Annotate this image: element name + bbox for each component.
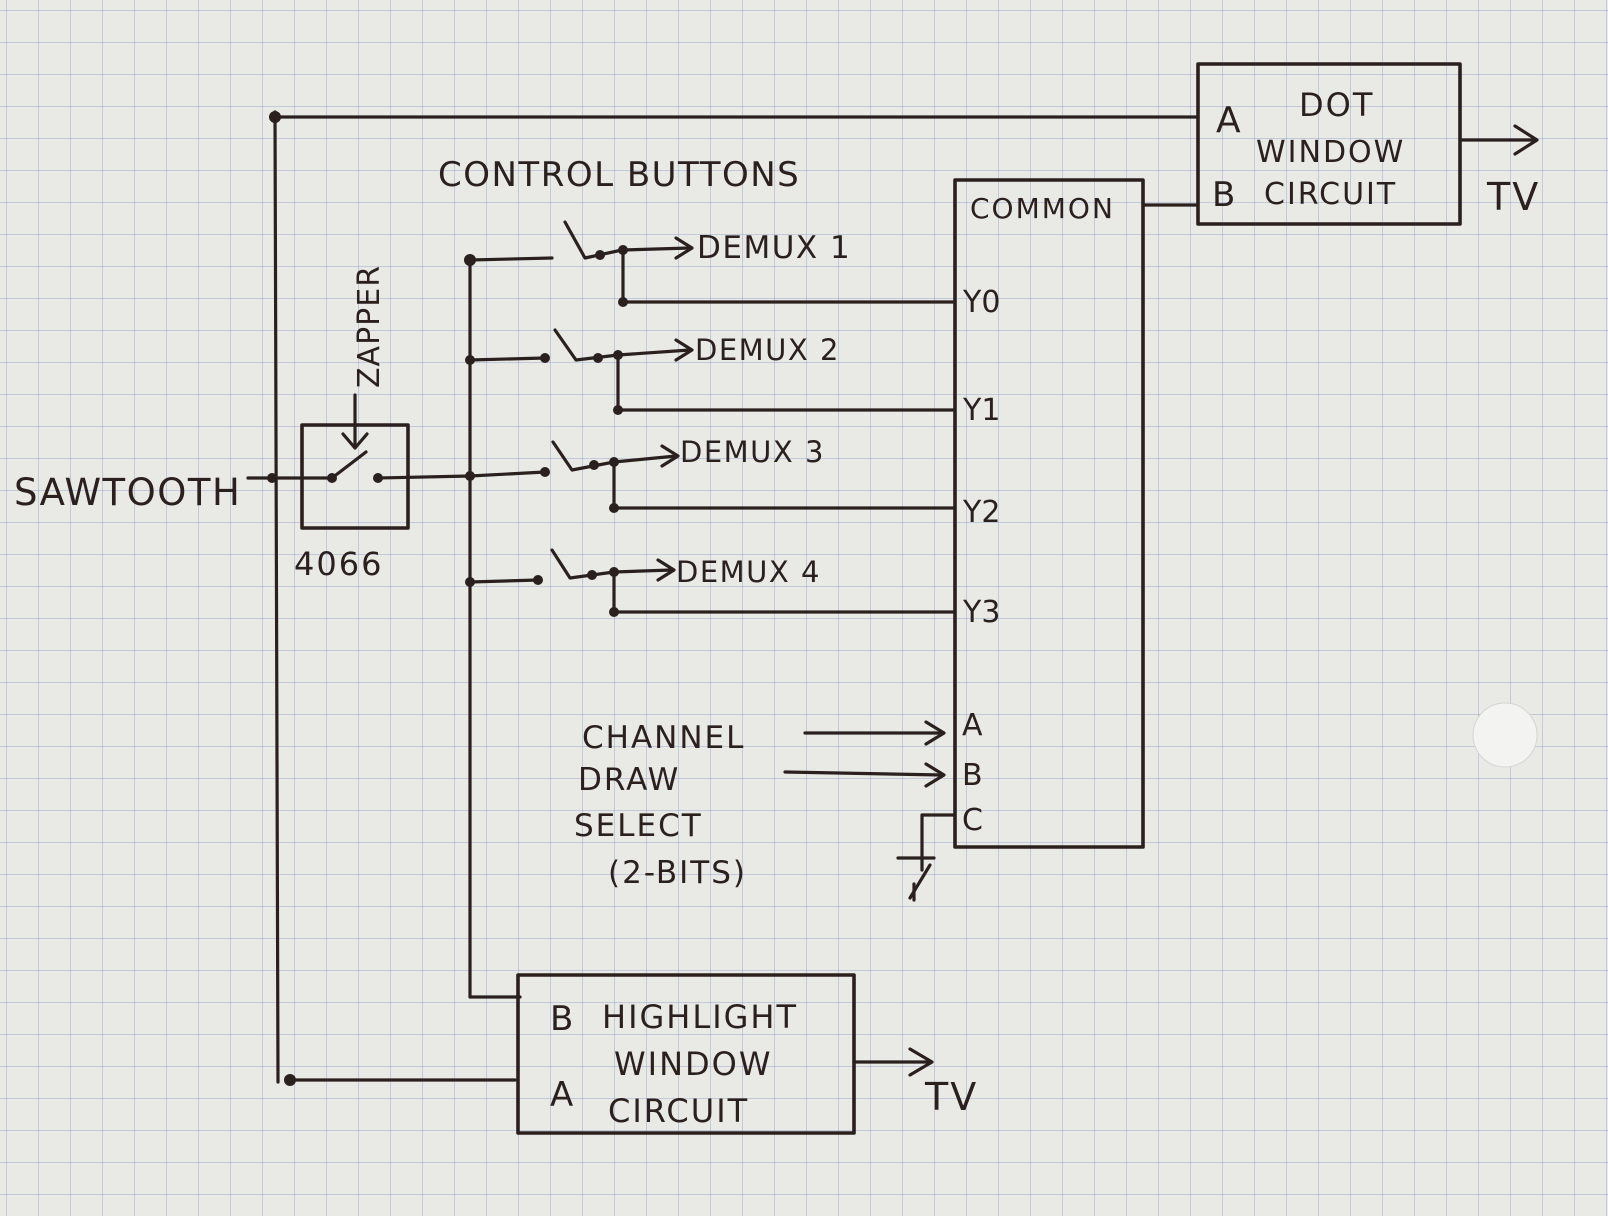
select-label: SELECT — [574, 808, 703, 844]
control-buttons-label: CONTROL BUTTONS — [438, 155, 800, 195]
mux-y1-label: Y1 — [962, 393, 1000, 428]
chip-label: 4066 — [294, 545, 383, 583]
ground-symbol — [896, 813, 957, 902]
highlight-window-tv-label: TV — [924, 1075, 978, 1119]
demux-4-label: DEMUX 4 — [676, 555, 821, 589]
dot-window-box — [1196, 62, 1462, 226]
highlight-window-output-arrow — [852, 1047, 934, 1077]
highlight-window-input-b: B — [550, 999, 573, 1039]
mux-y2-label: Y2 — [962, 495, 1000, 530]
dot-window-input-b: B — [1212, 175, 1235, 215]
control-button-3 — [468, 440, 957, 513]
highlight-window-input-a: A — [550, 1075, 573, 1115]
zapper-label: ZAPPER — [352, 265, 387, 388]
highlight-window-line-3: CIRCUIT — [608, 1092, 749, 1130]
highlight-window-line-2: WINDOW — [614, 1045, 772, 1083]
demux-3-label: DEMUX 3 — [680, 435, 825, 469]
dot-window-tv-label: TV — [1486, 175, 1540, 219]
mux-y3-label: Y3 — [962, 595, 1000, 630]
mux-select-b-label: B — [962, 758, 983, 793]
sawtooth-label: SAWTOOTH — [14, 471, 241, 514]
dot-window-line-2: WINDOW — [1256, 135, 1405, 170]
mux-select-c-label: C — [962, 803, 983, 838]
control-button-4 — [468, 548, 957, 617]
control-button-1 — [468, 220, 957, 307]
dot-window-line-1: DOT — [1299, 86, 1374, 124]
two-bits-label: (2-BITS) — [608, 855, 747, 891]
paper-hole — [1472, 702, 1538, 768]
highlight-window-box — [516, 973, 856, 1135]
select-arrows — [783, 720, 946, 788]
mux-box — [953, 178, 1145, 849]
switch-4066 — [246, 393, 472, 530]
draw-label: DRAW — [578, 762, 680, 798]
control-button-2 — [468, 328, 957, 415]
dot-window-line-3: CIRCUIT — [1264, 177, 1397, 212]
dot-window-input-a: A — [1216, 100, 1241, 141]
dot-window-output-arrow — [1458, 124, 1539, 156]
demux-2-label: DEMUX 2 — [695, 333, 840, 367]
mux-y0-label: Y0 — [962, 285, 1000, 320]
demux-1-label: DEMUX 1 — [697, 230, 851, 266]
mux-select-a-label: A — [962, 708, 983, 743]
mux-common-label: COMMON — [970, 192, 1115, 225]
switch-bus — [464, 254, 522, 999]
left-bus — [269, 110, 1200, 1086]
highlight-window-line-1: HIGHLIGHT — [602, 998, 798, 1036]
channel-label: CHANNEL — [582, 720, 745, 756]
